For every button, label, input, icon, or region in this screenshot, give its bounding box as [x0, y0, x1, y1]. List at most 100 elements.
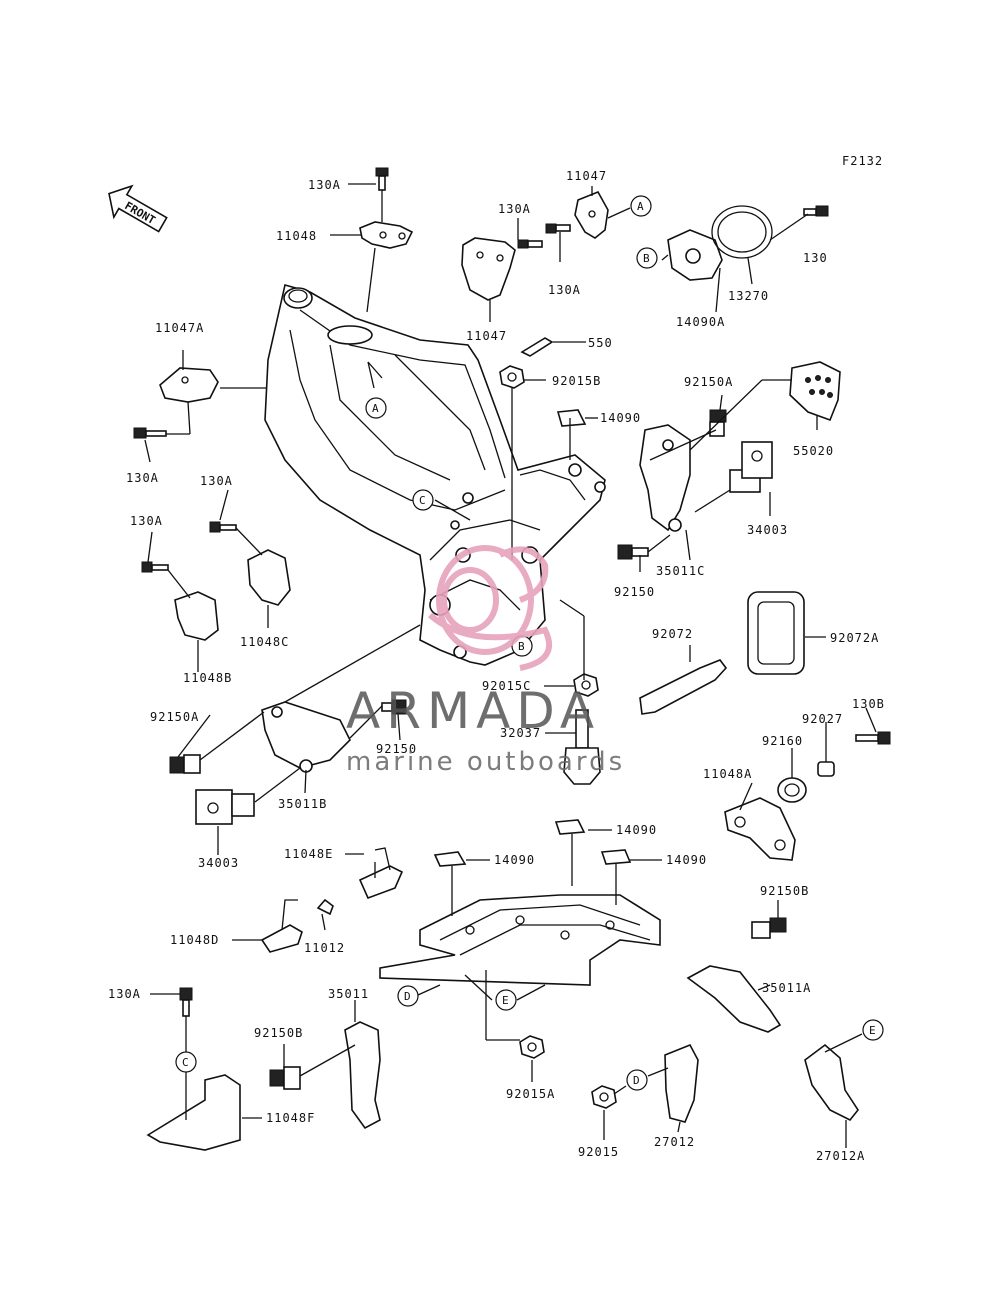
part-label: 11047A: [155, 321, 204, 335]
part-label: 27012A: [816, 1149, 865, 1163]
part-label: 14090: [494, 853, 535, 867]
bolt-130a-bottom: [179, 987, 193, 1017]
bolt-92150b-right: [751, 917, 787, 939]
bracket-35011c: [639, 424, 691, 532]
part-label: 11047: [566, 169, 607, 183]
bracket-11048a: [724, 797, 796, 861]
ref-letter-c-2: C: [182, 1056, 189, 1069]
ref-letter-e-1: E: [502, 994, 509, 1007]
part-label: 14090: [616, 823, 657, 837]
bracket-11048b: [174, 591, 219, 641]
part-label: 550: [588, 336, 613, 350]
bracket-11048f: [146, 1074, 241, 1151]
bolt-92150a-left: [169, 754, 201, 774]
bracket-35011: [344, 1021, 381, 1130]
cap-11012: [316, 898, 334, 916]
watermark-logo-icon: [428, 545, 552, 671]
bolt-130a-left: [133, 427, 167, 439]
bolt-92150-right: [617, 544, 649, 560]
part-label: 13270: [728, 289, 769, 303]
ref-letter-b-2: B: [518, 640, 525, 653]
bolt-92150b-bottom: [269, 1066, 301, 1090]
part-label: 35011: [328, 987, 369, 1001]
part-label: 34003: [198, 856, 239, 870]
part-label: 11048: [276, 229, 317, 243]
part-label: 130A: [200, 474, 233, 488]
pad-14090-b: [554, 819, 586, 835]
nut-92015b: [499, 365, 525, 389]
part-label: 130A: [548, 283, 581, 297]
part-label: 11047: [466, 329, 507, 343]
pad-14090-a: [433, 851, 467, 867]
part-label: 92015C: [482, 679, 531, 693]
bolt-130: [803, 205, 829, 217]
part-label: 14090A: [676, 315, 725, 329]
gasket-13270: [711, 205, 773, 259]
pad-14090-c: [600, 849, 632, 865]
part-label: 11048E: [284, 847, 333, 861]
part-label: 92072A: [830, 631, 879, 645]
part-label: 92072: [652, 627, 693, 641]
pin-550: [520, 337, 554, 357]
watermark-subtitle: marine outboards: [346, 747, 625, 777]
ref-letter-d-2: D: [633, 1074, 640, 1087]
part-label: 55020: [793, 444, 834, 458]
ref-letter-a-2: A: [372, 402, 379, 415]
part-label: 130A: [308, 178, 341, 192]
clip-11048d: [260, 899, 303, 953]
clip-11048e: [358, 847, 404, 900]
subframe: [379, 894, 661, 986]
collar-92027: [817, 761, 835, 777]
ref-letter-a-1: A: [637, 200, 644, 213]
reference-markers: A A B B C C D D E E: [175, 195, 884, 1091]
part-label: 92027: [802, 712, 843, 726]
ref-letter-b-1: B: [643, 252, 650, 265]
leader-lines: [144, 183, 877, 1148]
ref-letter-c-1: C: [419, 494, 426, 507]
part-label: 92015: [578, 1145, 619, 1159]
bracket-11047a: [159, 367, 219, 403]
pad-14090-upper: [556, 409, 587, 427]
part-label: 34003: [747, 523, 788, 537]
part-label: 11048D: [170, 933, 219, 947]
part-label: 92150A: [150, 710, 199, 724]
part-label: 92150: [376, 742, 417, 756]
bolt-92150-left: [381, 699, 407, 715]
front-arrow-icon: FRONT: [108, 184, 168, 233]
nut-92015: [591, 1085, 617, 1109]
nut-92015a: [519, 1035, 545, 1059]
part-label: 130B: [852, 697, 885, 711]
footpeg-55020: [789, 361, 841, 422]
part-label: 27012: [654, 1135, 695, 1149]
bolt-130a-top: [375, 167, 389, 191]
bracket-11048: [359, 221, 414, 249]
damper-92160: [777, 777, 807, 803]
part-label: 92160: [762, 734, 803, 748]
bolt-130a-upper-center-2: [545, 223, 571, 234]
part-label: 14090: [666, 853, 707, 867]
part-label: 92150B: [254, 1026, 303, 1040]
bolt-130a-far-left: [141, 561, 169, 573]
part-label: 11048C: [240, 635, 289, 649]
pivot-34003-left: [195, 789, 255, 825]
part-label: 130: [803, 251, 828, 265]
plate-11047-lower: [461, 237, 516, 301]
part-label: 35011A: [762, 981, 811, 995]
part-labels: 130A 11048 11047 130A 130A 11047 130 132…: [108, 169, 885, 1163]
bracket-35011b: [261, 701, 351, 773]
part-label: 92015B: [552, 374, 601, 388]
part-label: 11048B: [183, 671, 232, 685]
part-label: 130A: [108, 987, 141, 1001]
rod-92072: [639, 659, 728, 715]
pivot-34003-right: [729, 441, 773, 493]
bracket-11048c: [247, 549, 291, 606]
part-label: 11048F: [266, 1111, 315, 1125]
bracket-35011a: [686, 965, 782, 1033]
bolt-130b: [855, 731, 891, 745]
ref-letter-e-2: E: [869, 1024, 876, 1037]
plate-11047-upper: [574, 190, 609, 239]
bolt-130a-upper-center: [517, 239, 543, 249]
watermark: ARMADA marine outboards: [346, 545, 625, 777]
bolt-32037: [563, 709, 601, 785]
